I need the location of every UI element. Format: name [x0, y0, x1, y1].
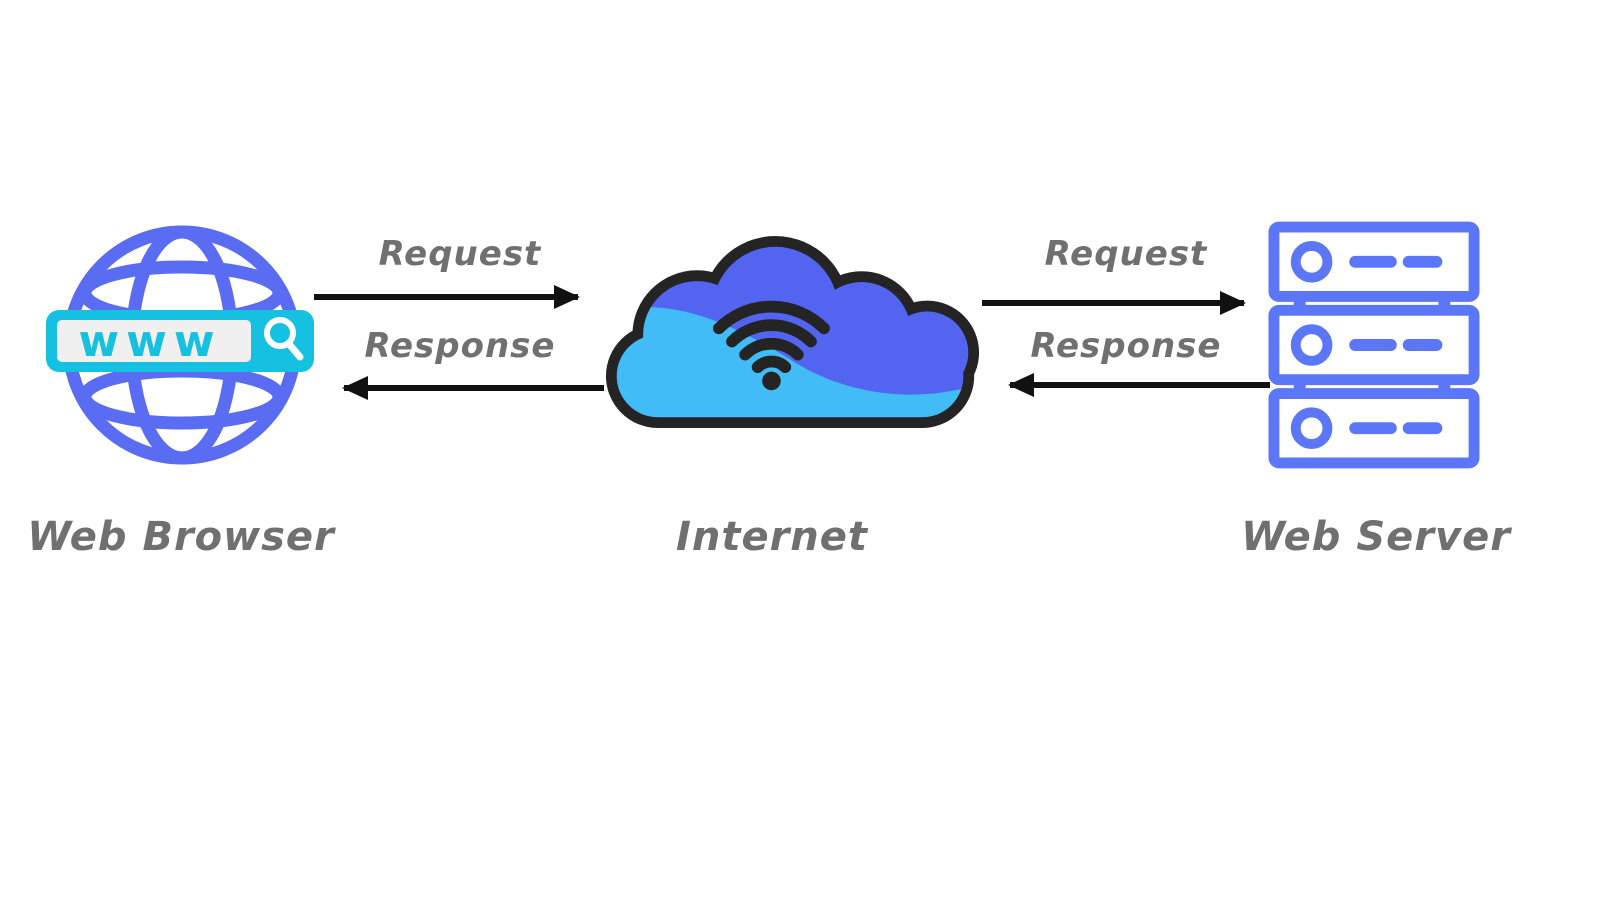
response-label-left: Response [364, 326, 556, 366]
wifi-icon [712, 300, 830, 391]
internet-server-arrows [982, 291, 1270, 397]
internet-label: Internet [675, 514, 869, 560]
web-server-icon [1268, 221, 1480, 469]
server-slab-3 [1268, 388, 1480, 469]
web-server-label: Web Server [1241, 514, 1511, 560]
server-rack [1268, 221, 1480, 469]
web-browser-label: Web Browser [27, 514, 335, 560]
web-browser-icon: www [46, 225, 314, 465]
internet-cloud-icon [605, 236, 980, 428]
request-label-left: Request [378, 234, 542, 274]
search-icon [264, 317, 304, 361]
address-bar: www [46, 310, 314, 372]
www-text: www [79, 316, 222, 367]
cloud-highlight [616, 307, 969, 418]
request-label-right: Request [1044, 234, 1208, 274]
server-slab-2 [1268, 304, 1480, 386]
response-label-right: Response [1030, 326, 1222, 366]
browser-internet-arrows [314, 285, 604, 400]
server-slab-1 [1268, 221, 1480, 302]
